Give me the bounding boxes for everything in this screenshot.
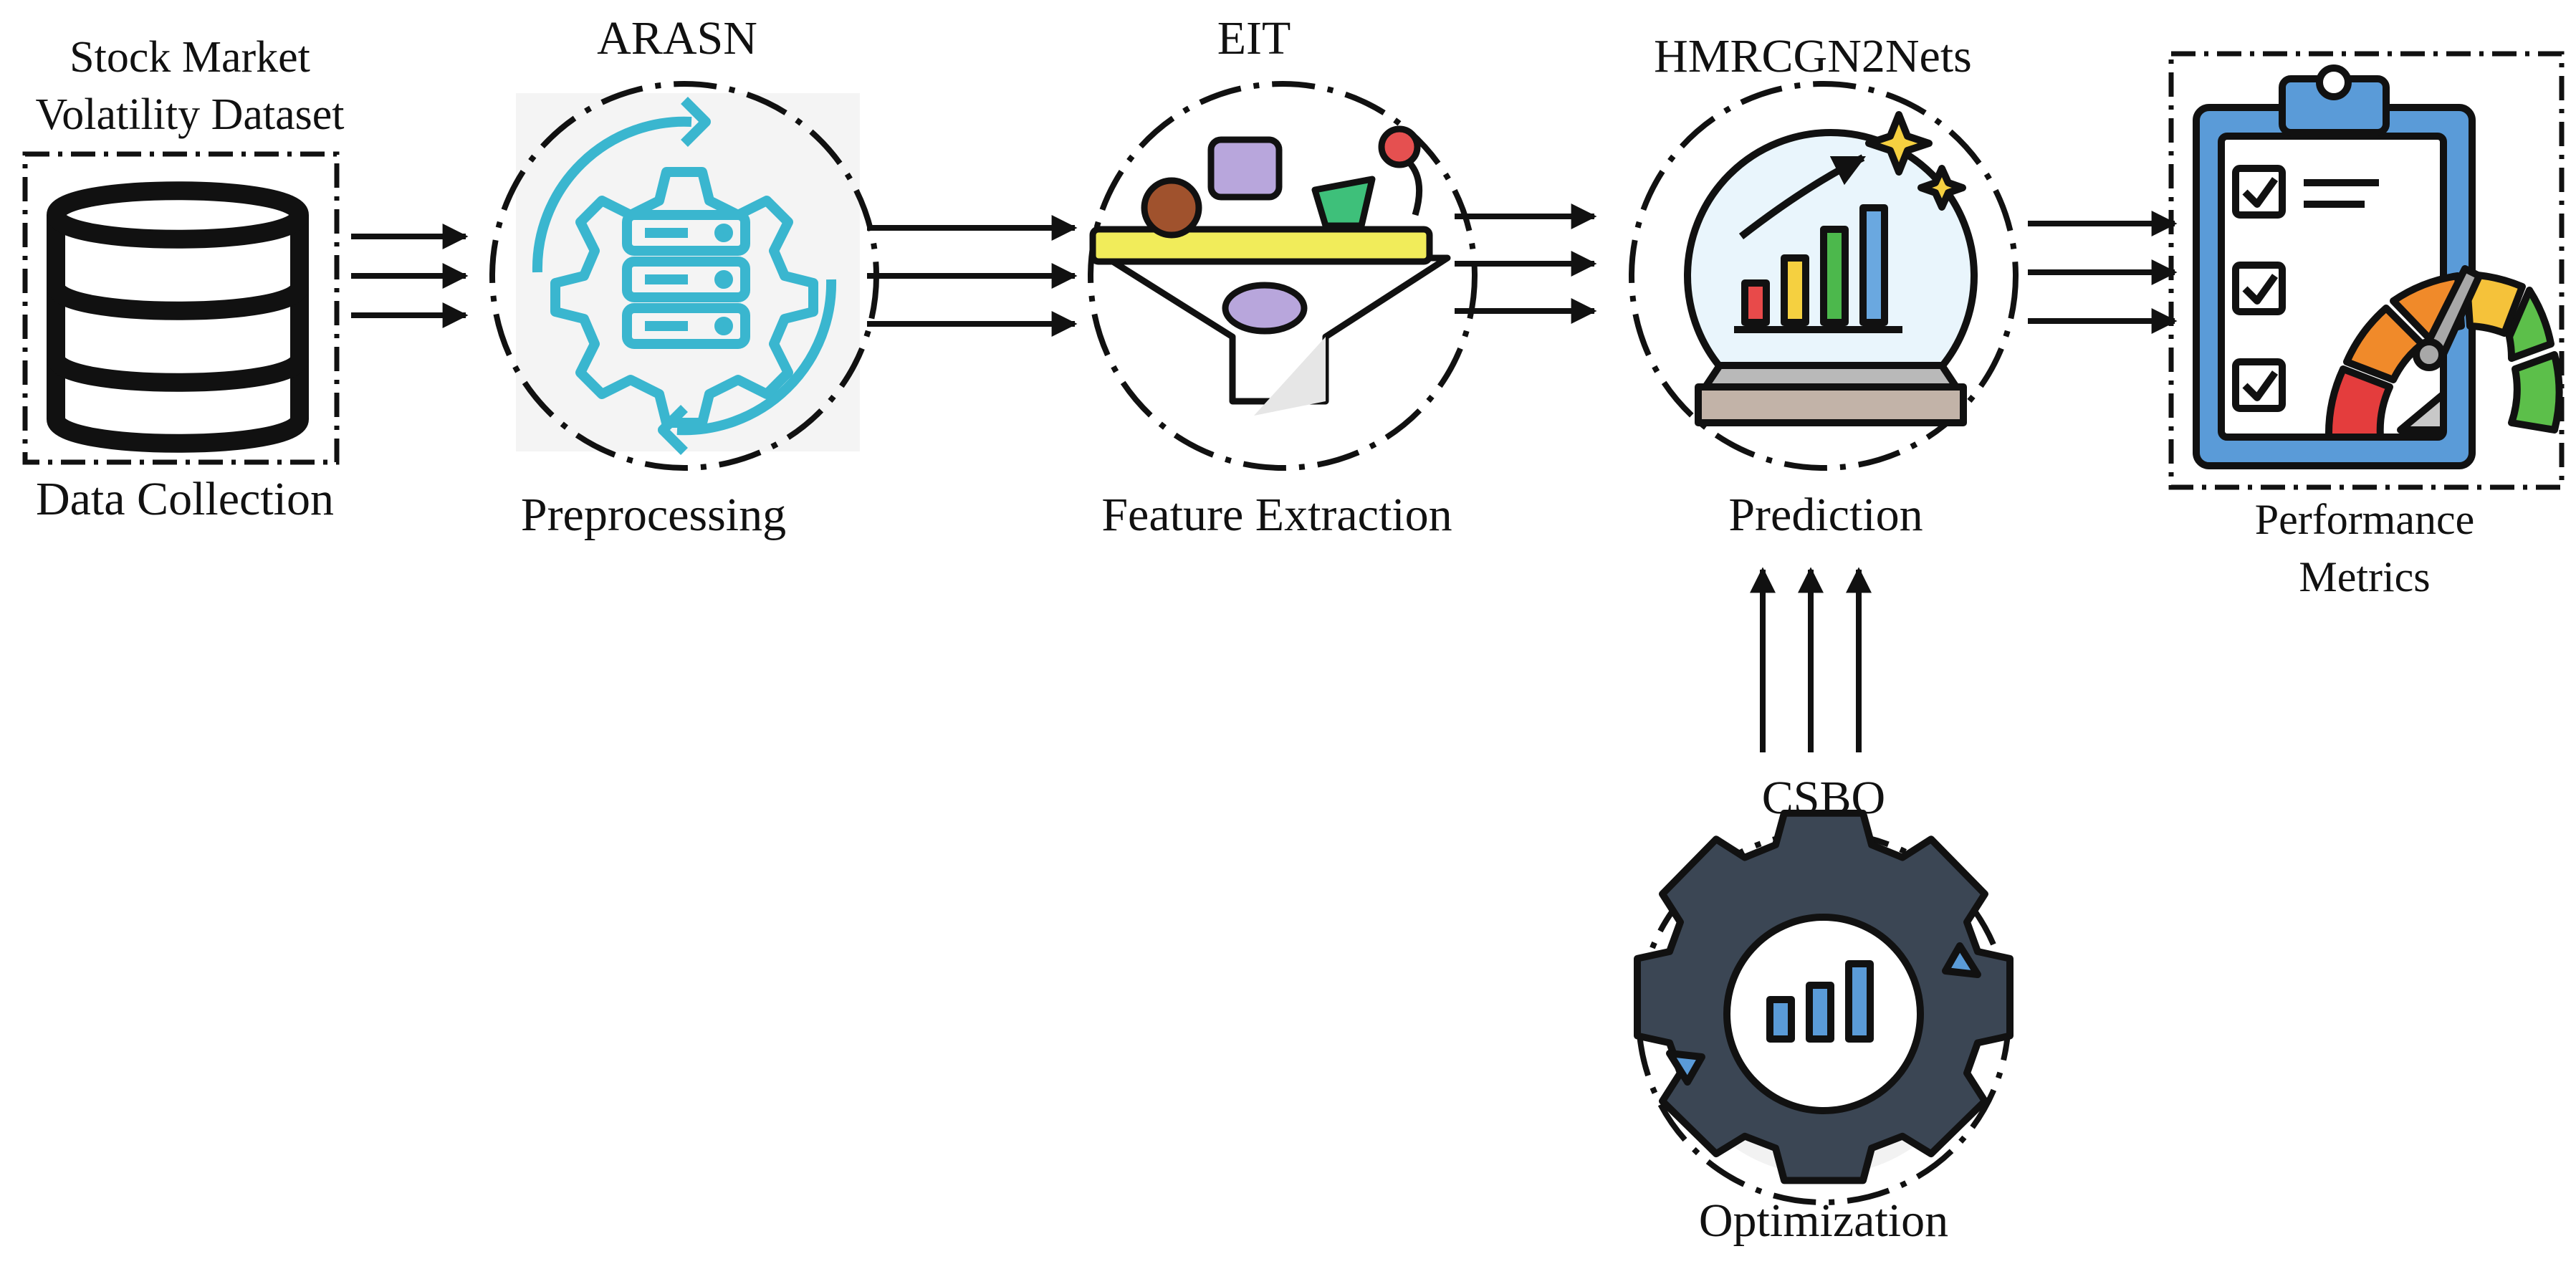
crystal-ball-chart-icon bbox=[1684, 111, 1978, 426]
metrics-frame bbox=[2168, 51, 2565, 490]
stage-preprocessing: ARASN Preprocessing bbox=[489, 12, 879, 541]
optimization-caption: Optimization bbox=[1699, 1194, 1948, 1247]
funnel-icon bbox=[1089, 125, 1451, 416]
dataset-title-line1: Stock Market bbox=[70, 33, 310, 82]
preprocessing-caption: Preprocessing bbox=[521, 489, 786, 541]
dataset-frame bbox=[22, 151, 340, 465]
eit-title: EIT bbox=[1217, 12, 1291, 64]
performance-caption-line1: Performance bbox=[2255, 496, 2475, 543]
database-icon bbox=[47, 181, 309, 453]
feature-extraction-caption: Feature Extraction bbox=[1101, 489, 1452, 541]
extraction-ring bbox=[1088, 81, 1478, 471]
stage-optimization: CSBO Optimization bbox=[1634, 772, 2014, 1247]
arrows-preprocessing-to-extraction bbox=[867, 215, 1078, 337]
arasn-title: ARASN bbox=[597, 12, 757, 64]
prediction-ring bbox=[1629, 81, 2019, 471]
gear-chart-icon bbox=[1634, 810, 2014, 1184]
stage-data-collection: Stock Market Volatility Dataset Data Col… bbox=[22, 33, 345, 525]
arrows-prediction-to-metrics bbox=[2028, 211, 2178, 334]
performance-caption-line2: Metrics bbox=[2299, 553, 2430, 600]
gear-server-icon bbox=[532, 97, 837, 455]
arrows-collection-to-preprocessing bbox=[351, 224, 469, 328]
hmrcgn2nets-title: HMRCGN2Nets bbox=[1654, 30, 1972, 82]
prediction-caption: Prediction bbox=[1728, 489, 1923, 541]
arrows-optimization-to-prediction bbox=[1750, 567, 1872, 752]
stage-performance-metrics: Performance Metrics bbox=[2168, 51, 2565, 600]
clipboard-gauge-icon bbox=[2193, 64, 2563, 469]
preprocessing-icon-backdrop bbox=[516, 93, 860, 451]
arrows-extraction-to-prediction bbox=[1455, 204, 1597, 324]
stage-feature-extraction: EIT Feature Extraction bbox=[1088, 12, 1478, 541]
stage-prediction: HMRCGN2Nets Prediction bbox=[1629, 30, 2019, 541]
dataset-title-line2: Volatility Dataset bbox=[35, 90, 344, 139]
data-collection-caption: Data Collection bbox=[36, 473, 334, 525]
